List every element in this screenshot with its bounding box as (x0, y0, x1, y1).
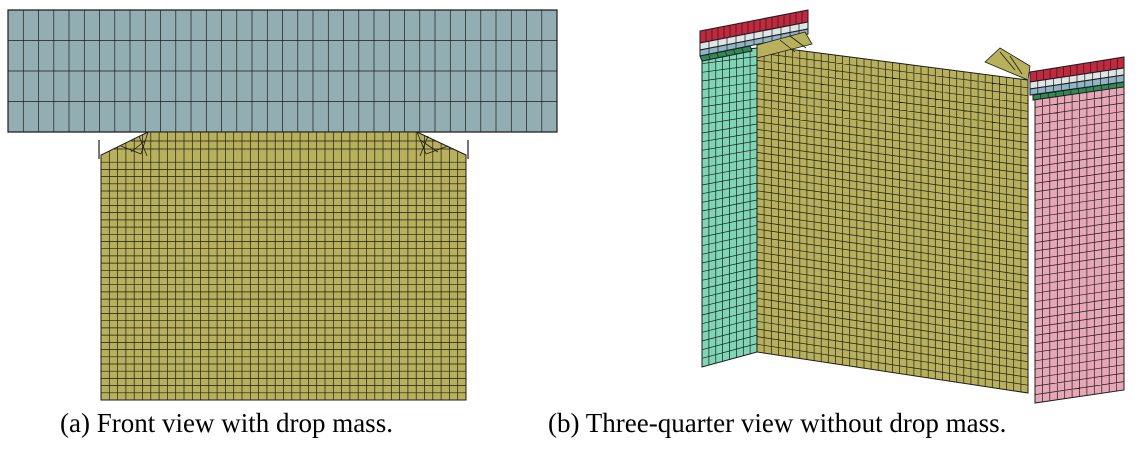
web-plate-front-grid (101, 132, 466, 400)
left-crumple-zone (120, 131, 149, 157)
left-flange (701, 47, 758, 368)
web-plate-main (756, 44, 1029, 394)
caption-front-view: (a) Front view with drop mass. (60, 408, 393, 438)
panel-front-view (0, 0, 560, 451)
right-cap-green (1032, 81, 1125, 101)
right-cap-white-grid (1037, 69, 1117, 88)
left-cap-white-grid (708, 23, 800, 49)
left-cap-green-grid (707, 47, 745, 60)
right-cap-green-grid (1040, 83, 1117, 99)
web-plate-front (100, 131, 467, 401)
right-cap-red-grid (1036, 58, 1118, 81)
right-crumple-zone (416, 131, 449, 157)
left-cap-red-grid (705, 11, 803, 42)
left-cap-blue-grid (708, 30, 800, 55)
front-view-mesh-diagram (7, 9, 558, 401)
right-cap-blue-grid (1037, 76, 1117, 94)
web-plate-main-grid (756, 45, 1029, 392)
caption-three-quarter-view: (b) Three-quarter view without drop mass… (548, 408, 1007, 438)
drop-mass-block-grid (8, 10, 557, 132)
right-flange-grid (1034, 87, 1125, 402)
left-flange-grid (701, 48, 758, 366)
web-right-chamfer (984, 47, 1031, 81)
web-crumple-lines (779, 35, 1023, 75)
left-cap-blue (699, 28, 809, 57)
right-flange (1034, 85, 1125, 404)
drop-mass-block (7, 9, 558, 133)
web-left-chamfer (756, 31, 813, 59)
left-cap-green (699, 45, 753, 62)
web-plate-perspective (756, 31, 1031, 394)
